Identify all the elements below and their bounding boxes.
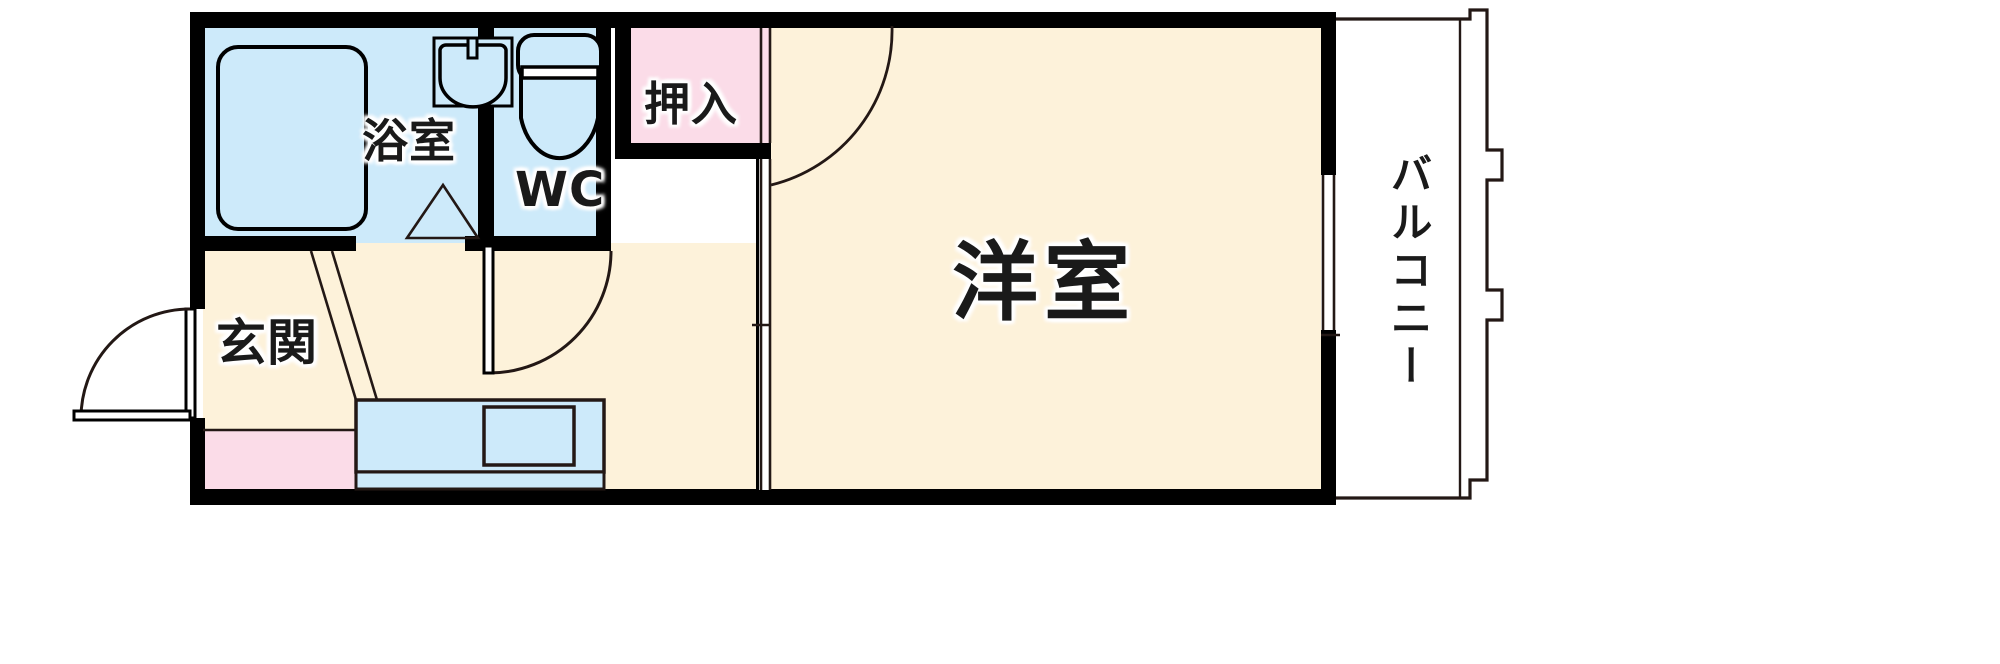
balcony-outline bbox=[1336, 8, 1504, 500]
entrance-door-leaf[interactable] bbox=[184, 307, 197, 420]
shower-drain-marker-icon bbox=[404, 182, 481, 240]
room-label-entrance: 玄関 bbox=[216, 314, 318, 372]
entrance-door-open-leaf[interactable] bbox=[72, 409, 192, 422]
washbasin-bowl-icon bbox=[438, 43, 508, 109]
room-label-closet: 押入 bbox=[644, 77, 738, 131]
room-label-bathroom: 浴室 bbox=[362, 114, 456, 168]
room-label-balcony: バルコニー bbox=[1384, 152, 1433, 392]
wall-top bbox=[190, 12, 1336, 28]
wall-right-upper bbox=[1321, 12, 1336, 175]
main-room-floor bbox=[770, 26, 1336, 491]
washbasin-faucet-icon bbox=[466, 36, 479, 60]
kitchen-counter-toekick-icon bbox=[354, 470, 606, 491]
toilet-seat-icon bbox=[520, 65, 600, 80]
wall-left-upper bbox=[190, 12, 205, 309]
wall-closet-left bbox=[615, 26, 631, 155]
wc-door-leaf[interactable] bbox=[482, 244, 495, 375]
entrance-step-line-a bbox=[309, 250, 358, 401]
bathtub-icon bbox=[216, 45, 368, 231]
entrance-door-swing-arc bbox=[79, 307, 191, 419]
room-label-main-room: 洋室 bbox=[952, 233, 1136, 333]
wc-door-swing-arc bbox=[488, 250, 613, 375]
kitchen-sink-icon bbox=[482, 405, 576, 467]
toilet-bowl-icon bbox=[519, 68, 600, 161]
wall-left-lower bbox=[190, 418, 205, 505]
room-door-swing-arc bbox=[770, 25, 894, 187]
wall-wet-bottom bbox=[465, 236, 611, 251]
balcony-window-frame[interactable] bbox=[1321, 175, 1336, 330]
wall-bathroom-bottom bbox=[190, 236, 356, 251]
closet-floor bbox=[630, 26, 770, 155]
wall-closet-bottom bbox=[615, 143, 771, 159]
entrance-tile bbox=[203, 430, 355, 491]
room-label-wc: WC bbox=[515, 162, 606, 218]
entrance-step-line-b bbox=[330, 250, 379, 401]
wall-bottom bbox=[190, 489, 1336, 505]
wall-right-lower bbox=[1321, 330, 1336, 505]
